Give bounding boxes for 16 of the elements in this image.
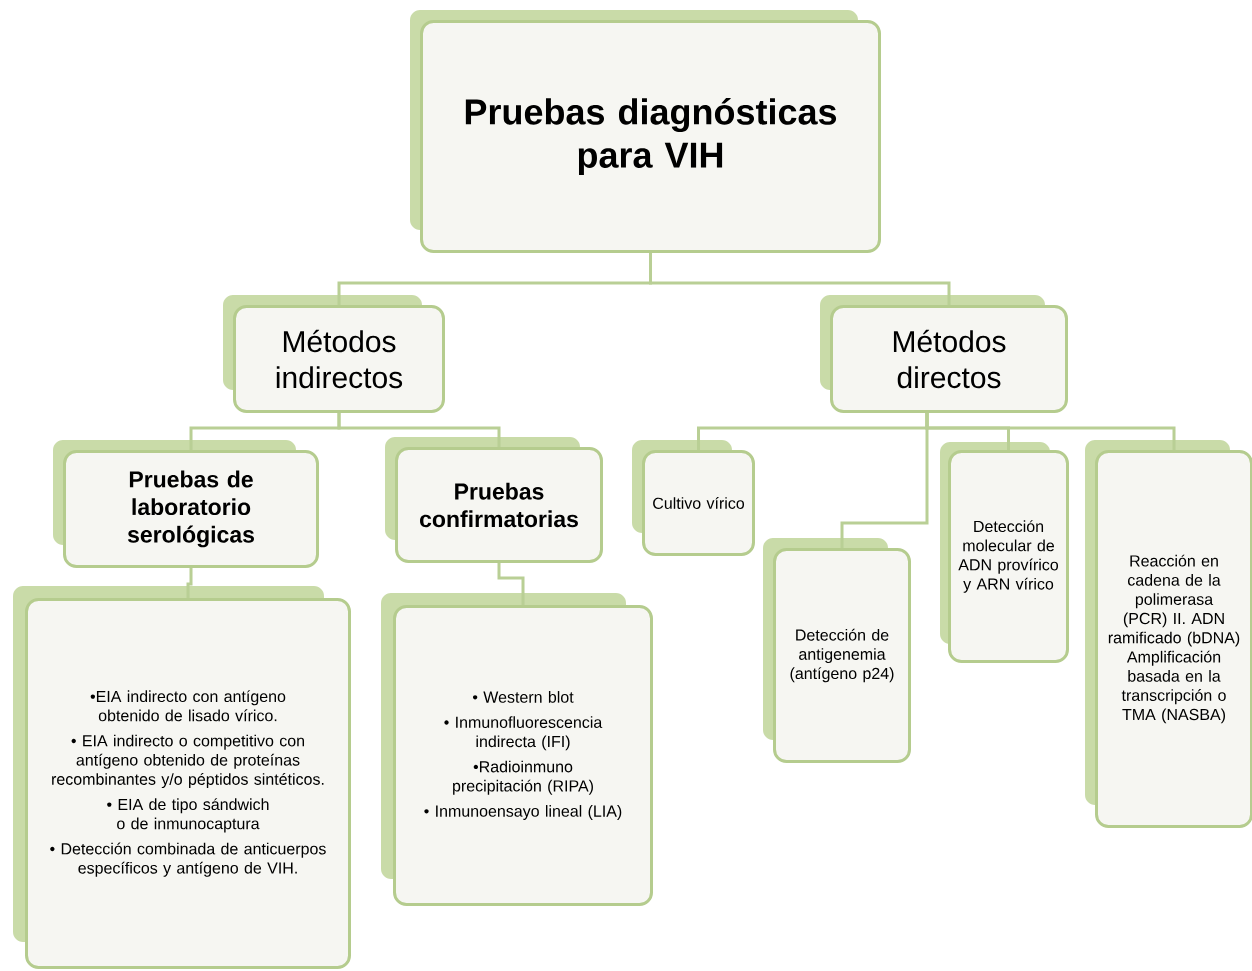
subcategory-box: Pruebas confirmatorias <box>385 437 603 563</box>
method-box: Cultivo vírico <box>632 440 755 556</box>
connector <box>649 253 951 305</box>
method-box: Reacción en cadena de la polimerasa (PCR) II. ADN ramificado (bDNA) Amplificación basada en la transcripción o TMA (NASBA) <box>1085 440 1252 828</box>
connector <box>497 563 525 605</box>
subcategory-box: Pruebas de laboratorio serológicas <box>53 440 319 568</box>
method-box: Detección molecular de ADN provírico y ARN vírico <box>940 442 1069 663</box>
connector <box>186 568 193 598</box>
method-box: Detección de antigenemia (antígeno p24) <box>763 538 911 763</box>
list-box: • Western blot • Inmunofluorescencia indirecta (IFI) •Radioinmuno precipitación (RIPA) • Inmunoensayo lineal (LIA) <box>381 593 653 906</box>
connector <box>337 413 501 447</box>
connector <box>925 413 1176 450</box>
category-box: Métodos indirectos <box>223 295 445 413</box>
category-box: Métodos directos <box>820 295 1068 413</box>
list-box: •EIA indirecto con antígeno obtenido de lisado vírico. • EIA indirecto o competitivo con antígeno obtenido de proteínas recombinantes y/o péptidos sintéticos. • EIA de tipo sándwich o de inmunocaptura • Detección combinada de anticuerpos específicos y antígeno de VIH. <box>13 586 351 969</box>
title-box: Pruebas diagnósticas para VIH <box>410 10 881 253</box>
